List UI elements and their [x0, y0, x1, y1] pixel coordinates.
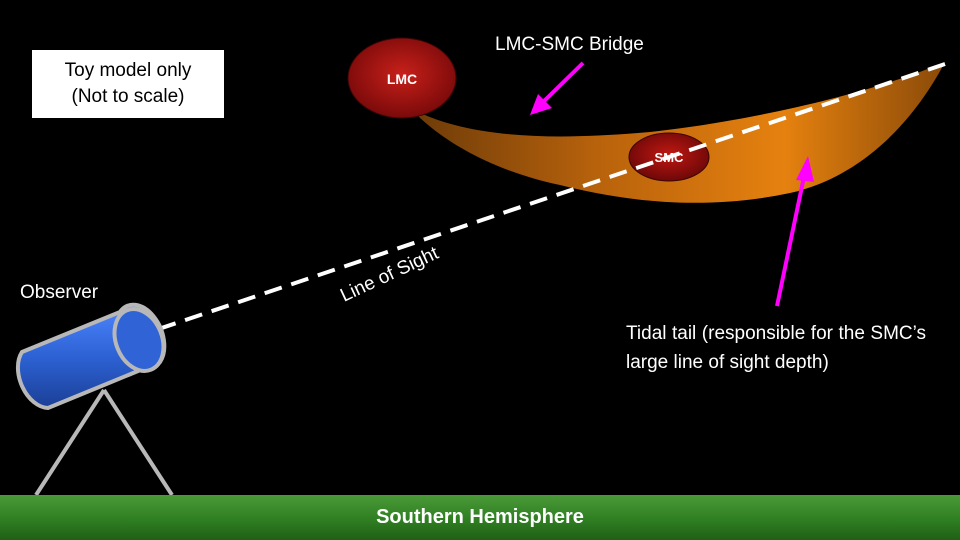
lmc-label: LMC	[387, 71, 417, 87]
note-line-1: Toy model only	[64, 60, 192, 81]
observer-label: Observer	[20, 282, 99, 303]
note-line-2: (Not to scale)	[71, 86, 185, 107]
ground-bar: Southern Hemisphere	[0, 495, 960, 540]
tail-arrow	[775, 171, 807, 307]
tidal-tail-label: Tidal tail (responsible for the SMC’s la…	[626, 323, 926, 373]
bridge-arrow-head	[530, 94, 552, 115]
line-of-sight-label: Line of Sight	[337, 243, 442, 307]
line-of-sight	[131, 62, 946, 340]
note-box: Toy model only (Not to scale)	[32, 50, 224, 118]
telescope-icon	[15, 302, 167, 411]
tripod-leg-left	[34, 388, 106, 497]
tail-arrow-head	[796, 156, 814, 182]
bridge-arrow	[539, 61, 585, 106]
tidal-tail-shape	[410, 62, 945, 203]
lmc-galaxy	[347, 37, 457, 119]
tripod-leg-right	[102, 388, 174, 497]
ground-label: Southern Hemisphere	[376, 506, 584, 528]
bridge-label: LMC-SMC Bridge	[495, 34, 644, 55]
